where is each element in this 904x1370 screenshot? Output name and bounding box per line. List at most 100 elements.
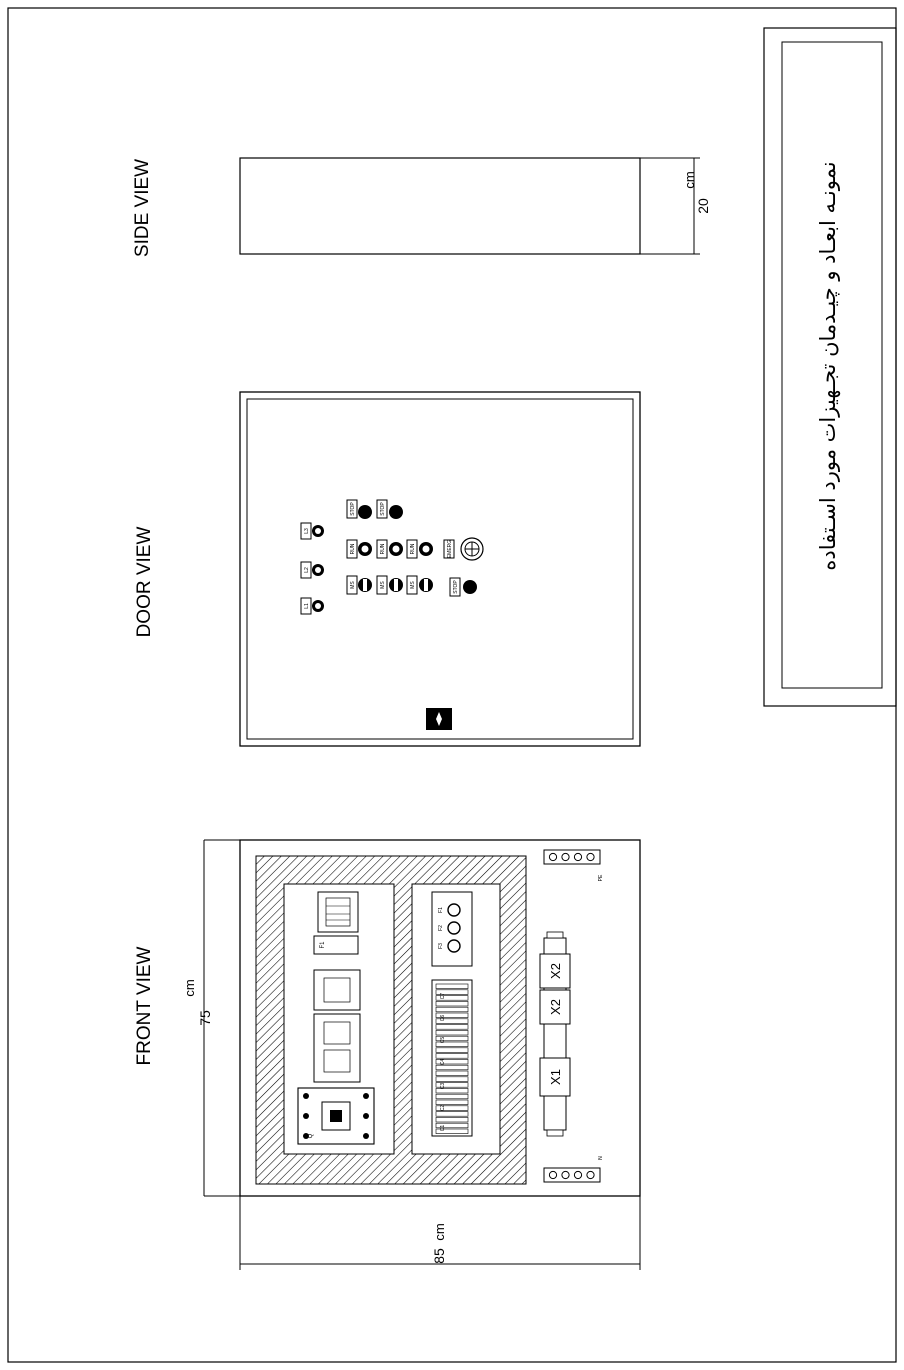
n-bar-holes [548, 1170, 595, 1180]
relay-block [317, 891, 359, 933]
n-bar [543, 1167, 601, 1183]
terminal-block [435, 1006, 469, 1013]
bar-hole [548, 1170, 558, 1180]
terminal-block [435, 989, 469, 995]
stop-group: STOP STOP [346, 499, 403, 519]
breaker-screw-4 [363, 1093, 369, 1099]
busbars: X1 X2 X2 [539, 931, 571, 1137]
side-depth-value: 20 [695, 198, 711, 214]
terminal-block [435, 995, 469, 1001]
bus-x1-text: X1 [548, 1069, 563, 1085]
terminal-block [435, 1035, 469, 1042]
main-breaker-lever [330, 1110, 342, 1122]
lamp-tag-3 [300, 597, 312, 615]
terminal-block [435, 1117, 469, 1123]
breaker-screw-1 [303, 1093, 309, 1099]
terminal-block [435, 1064, 469, 1071]
terminal-block [435, 983, 469, 989]
terminal-block [435, 1059, 469, 1065]
fuse-label-3: F3 [438, 943, 444, 949]
stop-tag-2-text: STOP [380, 502, 386, 516]
terminal-block [435, 1105, 469, 1111]
bar-hole [561, 1170, 570, 1180]
contactor-label-c1: C1 [440, 1125, 446, 1132]
pe-bar-holes [548, 852, 595, 862]
lamp-2-ring [315, 567, 321, 573]
terminal-block [435, 1088, 469, 1094]
terminal-block [435, 1111, 469, 1117]
terminal-block [435, 1128, 469, 1134]
bus-x2-b-text: X2 [548, 963, 563, 979]
front-width-value: 75 [197, 1010, 213, 1026]
pe-label: PE [598, 874, 604, 881]
title-block: نمونـه ابعـاد و چیـدمان تجـهیزات مورد اس… [763, 27, 897, 707]
stop-button-1 [358, 505, 372, 519]
sel-tag-3-text: MS [410, 581, 416, 589]
right-components: F1 F2 F3 C1 C2 C3 C4 C5 C6 C7 [431, 891, 473, 1137]
selector-switch-2-bar [394, 579, 398, 591]
lamp-tag-2-text: L2 [304, 567, 310, 573]
title-block-outer [763, 27, 897, 707]
left-components: F1 Q [297, 891, 375, 1145]
terminal-block [435, 1122, 469, 1129]
door-inner [246, 398, 634, 740]
run-tag-1 [346, 539, 358, 559]
sel-tag-2 [376, 575, 388, 595]
terminal-block [435, 1018, 469, 1024]
door-outer [239, 391, 641, 747]
stop-button-3 [463, 580, 477, 594]
fuse-1 [447, 903, 461, 917]
sel-tag-1-text: MS [350, 581, 356, 589]
terminal-block [435, 1012, 469, 1018]
stop-tag-2 [376, 499, 388, 519]
terminal-block [435, 1030, 469, 1036]
run-tag-2 [376, 539, 388, 559]
terminal-block [435, 1093, 469, 1100]
title-text: نمونـه ابعـاد و چیـدمان تجـهیزات مورد اس… [816, 161, 840, 570]
contactor-label-c6: C6 [440, 1015, 446, 1022]
side-view-body [239, 157, 641, 255]
run-button-2-ring [392, 545, 400, 553]
pe-bar [543, 849, 601, 865]
bar-hole [548, 852, 558, 862]
main-breaker-label: Q [308, 1133, 314, 1138]
relay-f1 [313, 935, 359, 955]
run-tag-2-text: RUN [380, 543, 386, 554]
contactor-label-c7: C7 [440, 993, 446, 1000]
n-label: N [598, 1156, 604, 1160]
title-block-inner [781, 41, 883, 689]
contactor-block-1 [313, 969, 361, 1011]
contactor-label-c3: C3 [440, 1083, 446, 1090]
stop-tag-3-text: STOP [453, 580, 459, 594]
terminal-block [435, 1001, 469, 1007]
front-view-label: FRONT VIEW [134, 946, 155, 1065]
stop-button-2 [389, 505, 403, 519]
bar-hole [586, 1170, 595, 1180]
side-depth-unit: cm [682, 171, 697, 188]
bus-x1 [539, 1057, 571, 1097]
busbar-end-1 [546, 931, 564, 939]
bar-hole [573, 852, 583, 862]
terminal-blocks [435, 983, 469, 1134]
lamp-tag-1-text: L3 [304, 528, 310, 534]
fuse-label-2: F2 [438, 925, 444, 931]
bus-x2-a [539, 989, 571, 1025]
enclosure-outer [239, 839, 641, 1197]
fuse-label-1: F1 [438, 907, 444, 913]
stop-tag-1-text: STOP [350, 502, 356, 516]
run-group: RUN RUN RUN [346, 539, 433, 559]
terminal-block [435, 1076, 469, 1082]
sel-tag-1 [346, 575, 358, 595]
run-tag-3 [406, 539, 418, 559]
bus-x2-a-text: X2 [548, 999, 563, 1015]
run-button-1-ring [361, 545, 369, 553]
breaker-screw-2 [303, 1113, 309, 1119]
bar-hole [586, 852, 595, 862]
stop-tag-3 [449, 577, 461, 597]
front-width-unit: cm [182, 979, 197, 996]
emergency-tag [443, 539, 455, 559]
lamp-tag-1 [300, 522, 312, 540]
terminal-block [435, 1047, 469, 1053]
contactor-label-c4: C4 [440, 1059, 446, 1066]
